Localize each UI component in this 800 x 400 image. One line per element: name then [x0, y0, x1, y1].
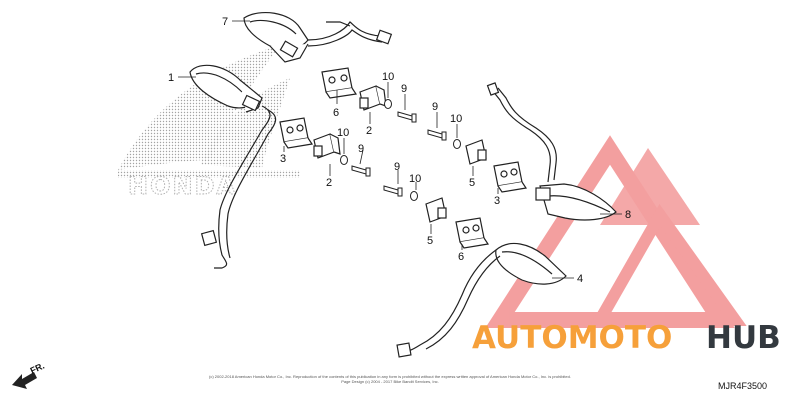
part-8-turn-signal-right-upper	[486, 82, 617, 221]
honda-wing-watermark	[118, 45, 300, 178]
part-6-grommet-lower	[455, 217, 490, 249]
copyright-line-2: Page Design (c) 2004 - 2017 Bike Bandit …	[341, 379, 439, 384]
callout-5: 5	[427, 235, 433, 247]
leader-lines	[178, 20, 622, 279]
watermark-automoto: AUTOMOTO	[472, 320, 672, 356]
callout-labels: 7 1 6 10 9 2 3 10 9 2 9 10 5 9 10 5 6 3 …	[168, 16, 631, 285]
part-3-grommet-left	[279, 117, 314, 149]
copyright-line-1: (c) 2002-2018 American Honda Motor Co., …	[209, 374, 571, 379]
callout-6: 6	[333, 107, 339, 119]
part-1-turn-signal-left	[189, 64, 277, 269]
part-7-turn-signal-upper	[243, 11, 393, 63]
honda-brand-watermark: HONDA	[128, 172, 237, 200]
callout-9: 9	[401, 83, 407, 95]
diagram-code: MJR4F3500	[718, 381, 767, 391]
callout-1: 1	[168, 72, 174, 84]
part-3-grommet-right	[493, 161, 528, 193]
part-5-bracket-lower	[425, 197, 447, 223]
callout-10: 10	[382, 71, 394, 83]
front-direction-indicator: FR.	[12, 361, 46, 389]
callout-3: 3	[494, 195, 500, 207]
callout-2: 2	[366, 125, 372, 137]
part-9-bolts	[351, 111, 447, 197]
callout-10: 10	[409, 173, 421, 185]
part-2-bracket-lower	[313, 133, 341, 159]
callout-3: 3	[280, 153, 286, 165]
callout-9: 9	[358, 143, 364, 155]
callout-9: 9	[432, 101, 438, 113]
part-10-washers	[340, 99, 461, 201]
callout-10: 10	[450, 113, 462, 125]
callout-10: 10	[337, 127, 349, 139]
callout-2: 2	[326, 177, 332, 189]
callout-6: 6	[458, 251, 464, 263]
callout-4: 4	[577, 273, 583, 285]
automotohub-watermark: AUTOMOTO HUB	[472, 320, 781, 356]
part-4-turn-signal-right-lower	[396, 242, 567, 358]
direction-label: FR.	[29, 361, 46, 376]
automotohub-triangle-logo	[485, 135, 747, 328]
callout-9: 9	[394, 161, 400, 173]
callout-8: 8	[625, 209, 631, 221]
watermark-hub: HUB	[706, 320, 781, 356]
callout-7: 7	[222, 16, 228, 28]
part-5-bracket-upper	[465, 139, 487, 165]
front-arrow-icon	[12, 372, 37, 389]
part-6-grommet-upper	[321, 67, 358, 99]
callout-5: 5	[469, 177, 475, 189]
part-2-bracket-upper	[359, 85, 387, 111]
